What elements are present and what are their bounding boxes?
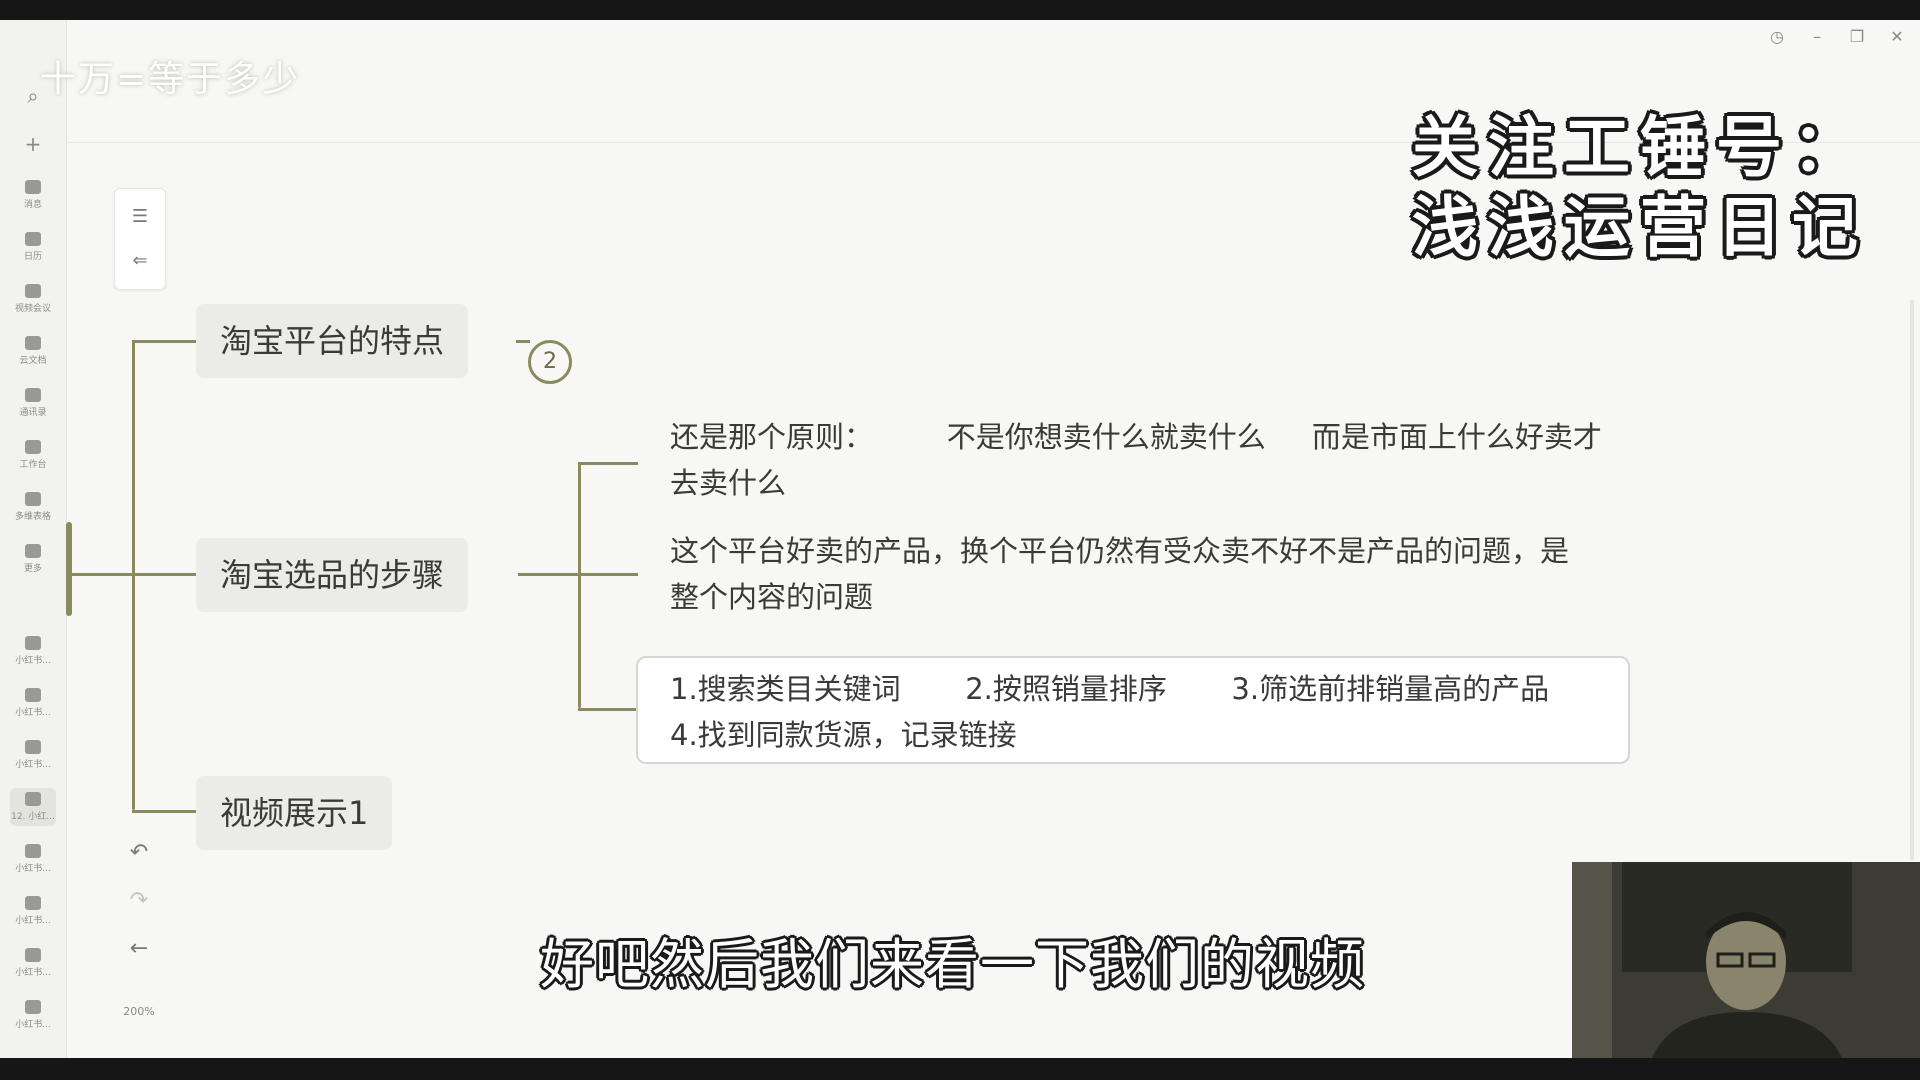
app-icon <box>25 844 41 858</box>
app-icon <box>25 948 41 962</box>
webcam-overlay <box>1572 862 1920 1058</box>
chat-icon <box>25 180 41 194</box>
sidebar-item-label: 通讯录 <box>19 408 47 418</box>
app-icon <box>25 792 41 806</box>
history-icon[interactable]: ◷ <box>1770 26 1784 46</box>
top-black-bar <box>0 0 1920 20</box>
leaf-line: 整个内容的问题 <box>670 580 874 614</box>
table-icon <box>25 492 41 506</box>
video-subtitle: 好吧然后我们来看一下我们的视频 <box>540 933 1365 996</box>
sidebar-item-label: 工作台 <box>19 460 47 470</box>
subbranch-top <box>578 462 638 465</box>
leaf-node[interactable]: 还是那个原则： 不是你想卖什么就卖什么 而是市面上什么好卖才 去卖什么 <box>670 414 1670 506</box>
app-icon <box>25 1000 41 1014</box>
sidebar-item-recent-3[interactable]: 小红书... <box>10 740 56 770</box>
sidebar-item-video-meeting[interactable]: 视频会议 <box>10 284 56 314</box>
sidebar-item-bitable[interactable]: 多维表格 <box>10 492 56 522</box>
header-divider <box>66 142 1920 143</box>
branch-top <box>132 340 196 343</box>
sidebar-item-label: 日历 <box>23 252 42 262</box>
sidebar-item-more[interactable]: 更多 <box>10 544 56 574</box>
badge-connector <box>516 340 530 343</box>
sidebar-item-label: 小红书... <box>15 760 51 770</box>
contacts-icon <box>25 388 41 402</box>
collapse-outline-icon[interactable]: ⇐ <box>132 250 148 271</box>
left-sidebar: ⌕ + 消息 日历 视频会议 云文档 通讯录 工作台 多维表格 <box>0 20 67 1058</box>
doc-icon <box>25 336 41 350</box>
branch-vertical <box>132 340 135 810</box>
outline-tool-panel: ☰ ⇐ <box>114 188 166 290</box>
sidebar-item-contacts[interactable]: 通讯录 <box>10 388 56 418</box>
leaf-line: 这个平台好卖的产品，换个平台仍然有受众卖不好不是产品的问题，是 <box>670 534 1570 568</box>
sidebar-item-label: 视频会议 <box>14 304 51 314</box>
sidebar-item-recent-active[interactable]: 12. 小红... <box>10 788 56 826</box>
leaf-line: 4.找到同款货源，记录链接 <box>670 718 1017 752</box>
sidebar-item-label: 小红书... <box>15 1020 51 1030</box>
leaf-node-selected[interactable]: 1.搜索类目关键词 2.按照销量排序 3.筛选前排销量高的产品 4.找到同款货源… <box>636 656 1630 764</box>
watermark-line: 关注工锤号： <box>1412 109 1868 186</box>
video-icon <box>25 284 41 298</box>
redo-icon[interactable]: ↷ <box>129 888 149 913</box>
calendar-icon <box>25 232 41 246</box>
zoom-level: 200% <box>123 1005 155 1018</box>
sidebar-item-label: 多维表格 <box>14 512 51 522</box>
app-icon <box>25 636 41 650</box>
sidebar-item-recent-7[interactable]: 小红书... <box>10 948 56 978</box>
sidebar-item-recent-8[interactable]: 小红书... <box>10 1000 56 1030</box>
sidebar-item-label: 小红书... <box>15 864 51 874</box>
mindmap-node[interactable]: 淘宝平台的特点 <box>196 304 469 378</box>
leaf-line: 去卖什么 <box>670 466 787 500</box>
subbranch-bottom <box>578 708 638 711</box>
leaf-node[interactable]: 这个平台好卖的产品，换个平台仍然有受众卖不好不是产品的问题，是 整个内容的问题 <box>670 528 1670 620</box>
sidebar-item-recent-2[interactable]: 小红书... <box>10 688 56 718</box>
sidebar-item-label: 小红书... <box>15 656 51 666</box>
close-icon[interactable]: ✕ <box>1890 26 1904 46</box>
doc-title: 十万=等于多少 <box>40 59 301 100</box>
sidebar-item-label: 小红书... <box>15 708 51 718</box>
sidebar-item-label: 更多 <box>23 564 42 574</box>
outline-list-icon[interactable]: ☰ <box>131 206 149 227</box>
minimize-icon[interactable]: – <box>1813 26 1821 46</box>
add-icon[interactable]: + <box>24 132 42 156</box>
leaf-line: 1.搜索类目关键词 2.按照销量排序 3.筛选前排销量高的产品 <box>670 672 1550 706</box>
sidebar-item-recent-6[interactable]: 小红书... <box>10 896 56 926</box>
window-controls: ◷ – ❐ ✕ <box>1768 22 1906 50</box>
grid-icon <box>25 440 41 454</box>
history-tool-panel: ↶ ↷ ← 200% <box>114 840 164 1030</box>
bottom-black-bar <box>0 1058 1920 1080</box>
channel-watermark: 关注工锤号： 浅浅运营日记 <box>1412 108 1868 268</box>
presenter-image <box>1572 862 1920 1058</box>
sidebar-item-label: 云文档 <box>19 356 47 366</box>
app-icon <box>25 740 41 754</box>
search-icon[interactable]: ⌕ <box>27 84 39 108</box>
sidebar-item-label: 消息 <box>23 200 42 210</box>
canvas-scrollbar[interactable] <box>1910 300 1914 860</box>
sidebar-item-recent-5[interactable]: 小红书... <box>10 844 56 874</box>
sidebar-item-label: 小红书... <box>15 968 51 978</box>
watermark-line: 浅浅运营日记 <box>1412 189 1868 266</box>
leaf-line: 还是那个原则： 不是你想卖什么就卖什么 而是市面上什么好卖才 <box>670 420 1602 454</box>
app-icon <box>25 688 41 702</box>
sidebar-item-label: 小红书... <box>15 916 51 926</box>
app-icon <box>25 896 41 910</box>
sidebar-item-workspace[interactable]: 工作台 <box>10 440 56 470</box>
sidebar-item-label: 12. 小红... <box>11 812 55 822</box>
mindmap-app-window: ◷ – ❐ ✕ ⌕ + 消息 日历 视频会议 云文档 通讯录 工作台 <box>0 20 1920 1058</box>
sidebar-item-recent-1[interactable]: 小红书... <box>10 636 56 666</box>
collapsed-count-badge[interactable]: 2 <box>528 340 572 384</box>
subbranch-vertical <box>578 462 581 708</box>
mindmap-node[interactable]: 淘宝选品的步骤 <box>196 538 469 612</box>
sidebar-item-calendar[interactable]: 日历 <box>10 232 56 262</box>
undo-icon[interactable]: ↶ <box>129 840 149 865</box>
root-stub <box>66 522 72 616</box>
maximize-icon[interactable]: ❐ <box>1849 26 1865 46</box>
sidebar-item-messages[interactable]: 消息 <box>10 180 56 210</box>
more-icon <box>25 544 41 558</box>
back-arrow-icon[interactable]: ← <box>129 936 149 961</box>
mindmap-node[interactable]: 视频展示1 <box>196 776 393 850</box>
branch-bottom <box>132 810 196 813</box>
sidebar-item-docs[interactable]: 云文档 <box>10 336 56 366</box>
